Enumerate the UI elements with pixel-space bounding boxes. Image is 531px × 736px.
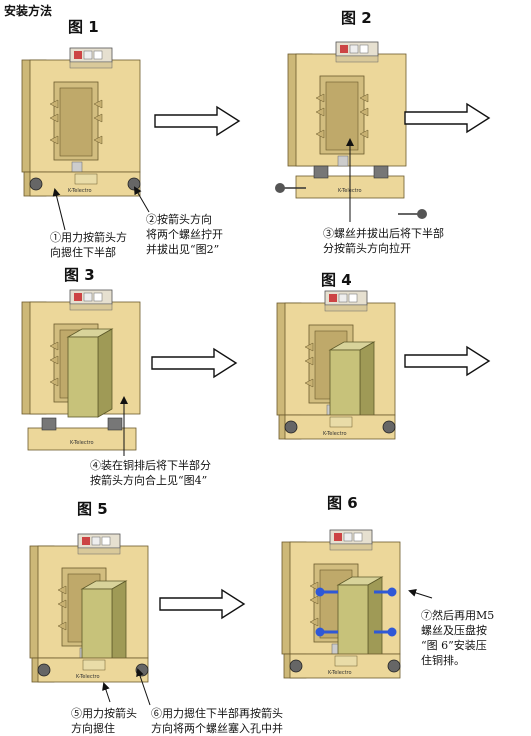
figure-3-title: 图 3	[64, 266, 95, 284]
pointer-step5	[102, 682, 111, 703]
figure-4-drawing	[276, 290, 396, 440]
figure-2-drawing: K-Telectro	[275, 41, 427, 219]
arrow-5-to-6	[159, 589, 245, 619]
pointer-step2	[133, 186, 150, 213]
pointer-step1	[52, 188, 66, 231]
figure-5-drawing	[29, 533, 149, 683]
figure-1-drawing	[21, 47, 141, 197]
pointer-step7	[408, 589, 433, 599]
figure-4-title: 图 4	[321, 271, 352, 289]
step-1-caption: ①用力按箭头方向摁住下半部	[50, 231, 127, 259]
step-3-caption: ③螺丝并拔出后将下半部分按箭头方向拉开	[323, 227, 444, 255]
svg-text:K-Telectro: K-Telectro	[70, 440, 94, 446]
arrow-4-out	[404, 346, 490, 376]
figure-6-drawing	[281, 529, 401, 679]
step-2-caption: ②按箭头方向将两个螺丝拧开并拔出见“图2”	[146, 213, 223, 256]
figure-3-drawing: K-Telectro	[21, 289, 141, 451]
step-4-caption: ④装在铜排后将下半部分按箭头方向合上见“图4”	[90, 459, 211, 487]
figure-5-title: 图 5	[77, 500, 108, 518]
step-6-caption: ⑥用力摁住下半部再按箭头方向将两个螺丝塞入孔中并	[151, 707, 283, 735]
step-5-caption: ⑤用力按箭头方向摁住	[71, 707, 137, 735]
arrow-1-to-2	[154, 106, 240, 136]
page-header: 安装方法	[4, 4, 53, 18]
figure-2-title: 图 2	[341, 9, 372, 27]
arrow-2-out	[404, 103, 490, 133]
figure-1-title: 图 1	[68, 18, 99, 36]
pointer-step6	[136, 668, 151, 706]
figure-6-title: 图 6	[327, 494, 358, 512]
arrow-3-to-4	[151, 348, 237, 378]
